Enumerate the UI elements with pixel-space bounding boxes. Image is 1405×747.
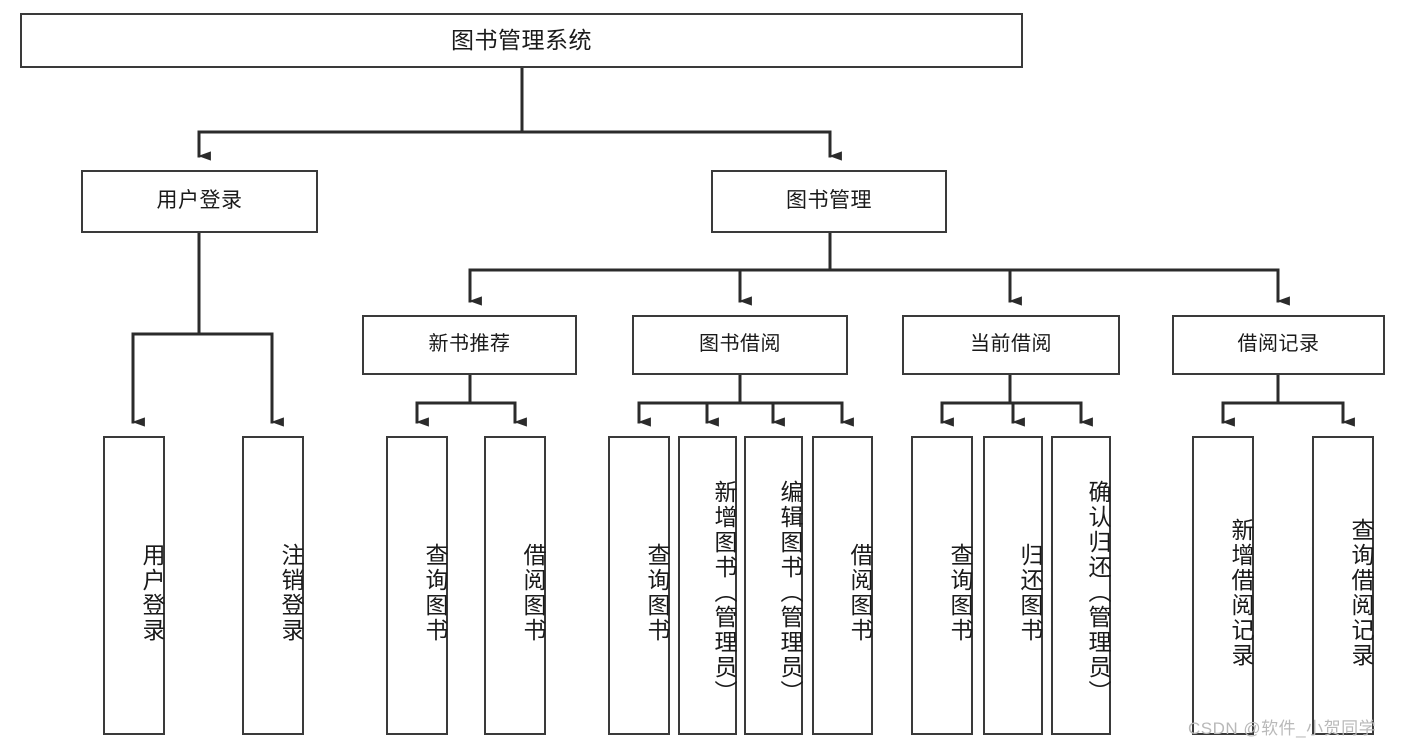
- node-leaf-logout-label: 注销登录: [278, 542, 304, 643]
- node-new-book-rec[interactable]: 新书推荐: [362, 315, 577, 375]
- node-leaf-query-book-1[interactable]: 查询图书: [386, 436, 448, 735]
- node-current-borrow-label: 当前借阅: [970, 333, 1052, 356]
- node-book-borrow-label: 图书借阅: [699, 333, 781, 356]
- node-leaf-query-book-3[interactable]: 查询图书: [911, 436, 973, 735]
- node-root[interactable]: 图书管理系统: [20, 13, 1023, 68]
- node-leaf-borrow-book-2[interactable]: 借阅图书: [812, 436, 873, 735]
- node-leaf-add-book[interactable]: 新增图书（管理员）: [678, 436, 737, 735]
- node-new-book-rec-label: 新书推荐: [428, 333, 511, 356]
- node-book-manage-label: 图书管理: [786, 189, 872, 213]
- node-book-manage[interactable]: 图书管理: [711, 170, 947, 233]
- node-leaf-confirm-return-label: 确认归还（管理员）: [1085, 480, 1111, 705]
- node-leaf-query-book-2-label: 查询图书: [644, 542, 670, 643]
- node-leaf-query-record-label: 查询借阅记录: [1348, 517, 1374, 668]
- node-borrow-record-label: 借阅记录: [1237, 333, 1320, 356]
- node-leaf-return-book[interactable]: 归还图书: [983, 436, 1043, 735]
- node-user-login[interactable]: 用户登录: [81, 170, 318, 233]
- node-leaf-edit-book[interactable]: 编辑图书（管理员）: [744, 436, 803, 735]
- node-leaf-query-book-3-label: 查询图书: [947, 542, 973, 643]
- watermark: CSDN @软件_小贺同学: [1188, 719, 1377, 738]
- node-leaf-confirm-return[interactable]: 确认归还（管理员）: [1051, 436, 1111, 735]
- node-leaf-query-book-1-label: 查询图书: [422, 542, 448, 643]
- node-leaf-query-record[interactable]: 查询借阅记录: [1312, 436, 1374, 735]
- node-leaf-logout[interactable]: 注销登录: [242, 436, 304, 735]
- node-leaf-user-login[interactable]: 用户登录: [103, 436, 165, 735]
- node-leaf-query-book-2[interactable]: 查询图书: [608, 436, 670, 735]
- node-current-borrow[interactable]: 当前借阅: [902, 315, 1120, 375]
- node-leaf-user-login-label: 用户登录: [139, 542, 165, 643]
- node-leaf-add-record[interactable]: 新增借阅记录: [1192, 436, 1254, 735]
- node-leaf-return-book-label: 归还图书: [1017, 542, 1043, 643]
- node-borrow-record[interactable]: 借阅记录: [1172, 315, 1385, 375]
- node-leaf-borrow-book-1-label: 借阅图书: [520, 542, 546, 643]
- node-leaf-add-record-label: 新增借阅记录: [1228, 517, 1254, 668]
- node-leaf-borrow-book-2-label: 借阅图书: [847, 542, 873, 643]
- node-user-login-label: 用户登录: [156, 189, 243, 213]
- node-leaf-add-book-label: 新增图书（管理员）: [711, 480, 737, 705]
- node-leaf-borrow-book-1[interactable]: 借阅图书: [484, 436, 546, 735]
- node-book-borrow[interactable]: 图书借阅: [632, 315, 848, 375]
- node-root-label: 图书管理系统: [451, 27, 592, 54]
- node-leaf-edit-book-label: 编辑图书（管理员）: [777, 480, 803, 705]
